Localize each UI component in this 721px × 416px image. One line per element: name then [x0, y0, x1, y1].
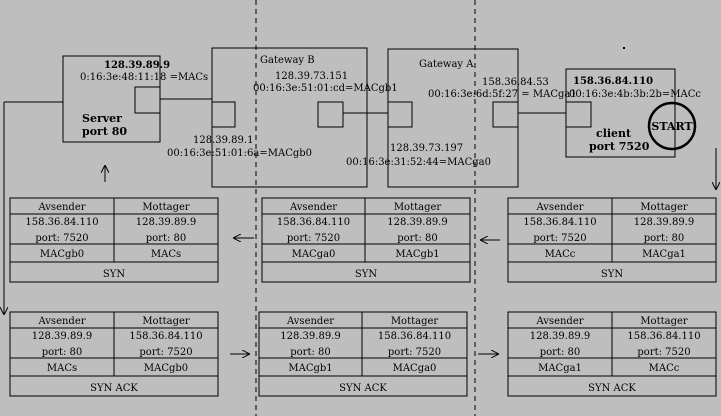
client-ip: 158.36.84.110	[573, 76, 653, 87]
synack-table-3: Avsender Mottager 128.39.89.9 158.36.84.110…	[507, 311, 717, 397]
header-avsender: Avsender	[37, 202, 85, 213]
cell-sender: port: 7520	[287, 233, 340, 244]
syn-label: SYN	[355, 269, 377, 280]
cell-receiver: port: 80	[146, 233, 187, 244]
synack-label: SYN ACK	[588, 383, 636, 394]
cell-sender: MACgb1	[288, 363, 332, 374]
syn-table-1: Avsender Mottager 158.36.84.110 128.39.89.9…	[9, 197, 219, 283]
cell-sender: 158.36.84.110	[523, 217, 596, 228]
gateway-b-mac-right: 00:16:3e:51:01:cd=MACgb1	[253, 83, 398, 94]
cell-sender: port: 80	[290, 347, 331, 358]
cell-receiver: MACc	[649, 363, 680, 374]
server-port: port 80	[82, 125, 127, 138]
syn-label: SYN	[601, 269, 623, 280]
gateway-a-title: Gateway A	[419, 59, 474, 70]
client-node: 158.36.84.110 00:16:3e:4b:3b:2b=MACc cli…	[565, 68, 701, 158]
gateway-a-node: Gateway A 158.36.84.53 00:16:3e:6d:5f:27…	[346, 48, 577, 188]
gateway-a-nic-left	[387, 101, 413, 128]
cell-sender: port: 80	[540, 347, 581, 358]
cell-receiver: MACgb0	[144, 363, 188, 374]
header-mottager: Mottager	[394, 202, 442, 213]
table-frame	[261, 197, 471, 283]
synack-label: SYN ACK	[90, 383, 138, 394]
cell-receiver: MACgb1	[395, 249, 439, 260]
cell-receiver: port: 80	[397, 233, 438, 244]
cell-receiver: port: 80	[644, 233, 685, 244]
cell-receiver: MACga1	[642, 249, 686, 260]
header-mottager: Mottager	[640, 202, 688, 213]
cell-sender: MACc	[545, 249, 576, 260]
table-frame	[258, 311, 468, 397]
cell-sender: port: 7520	[35, 233, 88, 244]
cell-sender: 128.39.89.9	[530, 331, 590, 342]
syn-table-2: Avsender Mottager 158.36.84.110 128.39.89.9…	[261, 197, 471, 283]
gateway-b-ip-right: 128.39.73.151	[275, 71, 348, 82]
cell-receiver: 128.39.89.9	[634, 217, 694, 228]
cell-receiver: port: 7520	[637, 347, 690, 358]
client-port: port 7520	[589, 140, 650, 153]
server-nic	[134, 86, 161, 114]
gateway-a-mac-right: 00:16:3e:6d:5f:27 = MACga1	[428, 89, 577, 100]
gateway-a-mac-left: 00:16:3e:31:52:44=MACga0	[346, 157, 491, 168]
cell-sender: MACgb0	[40, 249, 84, 260]
start-marker: START	[647, 101, 697, 151]
header-mottager: Mottager	[142, 316, 190, 327]
cell-sender: port: 7520	[533, 233, 586, 244]
cell-sender: port: 80	[42, 347, 83, 358]
client-nic	[565, 101, 592, 128]
server-ip: 128.39.89.9	[104, 60, 170, 71]
cell-receiver: 158.36.84.110	[378, 331, 451, 342]
cell-sender: 158.36.84.110	[277, 217, 350, 228]
synack-table-2: Avsender Mottager 128.39.89.9 158.36.84.110…	[258, 311, 468, 397]
gateway-b-mac-left: 00:16:3e:51:01:6a=MACgb0	[167, 148, 312, 159]
server-mac: 0:16:3e:48:11:18 =MACs	[80, 72, 208, 83]
client-mac: 00:16:3e:4b:3b:2b=MACc	[569, 89, 701, 100]
start-circle	[647, 101, 697, 151]
synack-label: SYN ACK	[339, 383, 387, 394]
header-mottager: Mottager	[142, 202, 190, 213]
cell-sender: MACs	[47, 363, 77, 374]
gateway-b-nic-right	[317, 101, 344, 128]
cell-receiver: port: 7520	[388, 347, 441, 358]
start-label: START	[651, 120, 693, 133]
header-avsender: Avsender	[535, 316, 583, 327]
header-mottager: Mottager	[640, 316, 688, 327]
header-avsender: Avsender	[37, 316, 85, 327]
gateway-a-ip-left: 128.39.73.197	[390, 143, 463, 154]
client-name: client	[596, 127, 632, 140]
gateway-a-nic-right	[492, 101, 519, 128]
header-avsender: Avsender	[286, 316, 334, 327]
cell-receiver: 128.39.89.9	[387, 217, 447, 228]
gateway-b-node: Gateway B 128.39.73.151 00:16:3e:51:01:c…	[167, 47, 398, 188]
cell-sender: 128.39.89.9	[32, 331, 92, 342]
cell-receiver: 128.39.89.9	[136, 217, 196, 228]
server-name: Server	[82, 112, 122, 125]
cell-sender: MACga0	[292, 249, 336, 260]
cell-receiver: MACs	[151, 249, 181, 260]
cell-sender: MACga1	[538, 363, 582, 374]
syn-label: SYN	[103, 269, 125, 280]
syn-table-3: Avsender Mottager 158.36.84.110 128.39.89.9…	[507, 197, 717, 283]
cell-receiver: port: 7520	[139, 347, 192, 358]
cell-receiver: 158.36.84.110	[627, 331, 700, 342]
header-avsender: Avsender	[535, 202, 583, 213]
dot-marker	[623, 47, 625, 49]
header-mottager: Mottager	[391, 316, 439, 327]
cell-receiver: MACga0	[393, 363, 437, 374]
cell-sender: 158.36.84.110	[25, 217, 98, 228]
gateway-b-nic-left	[211, 101, 236, 128]
header-avsender: Avsender	[289, 202, 337, 213]
gateway-a-ip-right: 158.36.84.53	[482, 77, 549, 88]
gateway-b-ip-left: 128.39.89.1	[193, 135, 253, 146]
cell-receiver: 158.36.84.110	[129, 331, 202, 342]
cell-sender: 128.39.89.9	[280, 331, 340, 342]
synack-table-1: Avsender Mottager 128.39.89.9 158.36.84.110…	[9, 311, 219, 397]
server-node: 128.39.89.9 0:16:3e:48:11:18 =MACs Serve…	[62, 55, 208, 143]
gateway-b-title: Gateway B	[260, 55, 315, 66]
